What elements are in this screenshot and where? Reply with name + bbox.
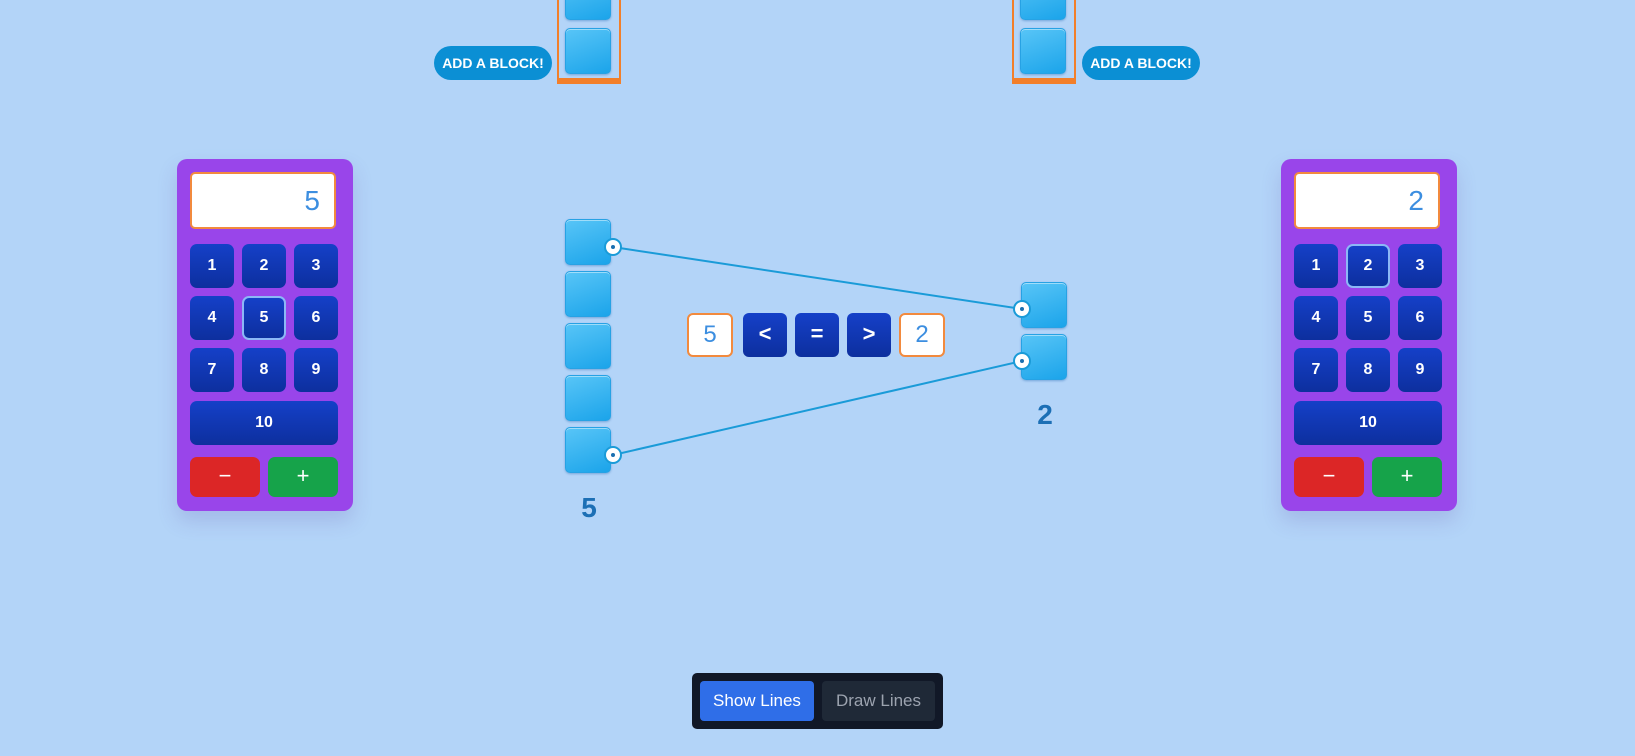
key-6[interactable]: 6 — [1398, 296, 1442, 340]
minus-button[interactable]: − — [190, 457, 260, 497]
key-9[interactable]: 9 — [1398, 348, 1442, 392]
left-stack-block[interactable] — [565, 427, 611, 473]
top-comparison-line — [612, 246, 1023, 310]
minus-button[interactable]: − — [1294, 457, 1364, 497]
left-tower — [557, 0, 621, 84]
show-lines-button[interactable]: Show Lines — [700, 681, 814, 721]
key-6[interactable]: 6 — [294, 296, 338, 340]
key-3[interactable]: 3 — [1398, 244, 1442, 288]
tower-block[interactable] — [1020, 28, 1066, 74]
key-3[interactable]: 3 — [294, 244, 338, 288]
left-calculator-display: 5 — [190, 172, 336, 229]
key-7[interactable]: 7 — [1294, 348, 1338, 392]
right-add-block-button[interactable]: ADD A BLOCK! — [1082, 46, 1200, 80]
right-calculator-display: 2 — [1294, 172, 1440, 229]
key-1[interactable]: 1 — [1294, 244, 1338, 288]
key-8[interactable]: 8 — [1346, 348, 1390, 392]
bottom-comparison-line — [612, 360, 1023, 456]
right-calculator: 2 1 2 3 4 5 6 7 8 9 10 − + — [1281, 159, 1457, 511]
key-1[interactable]: 1 — [190, 244, 234, 288]
key-2[interactable]: 2 — [242, 244, 286, 288]
right-value-box: 2 — [899, 313, 945, 357]
key-5[interactable]: 5 — [1346, 296, 1390, 340]
key-8[interactable]: 8 — [242, 348, 286, 392]
less-than-button[interactable]: < — [743, 313, 787, 357]
left-stack-block[interactable] — [565, 271, 611, 317]
plus-button[interactable]: + — [268, 457, 338, 497]
key-7[interactable]: 7 — [190, 348, 234, 392]
draw-lines-button[interactable]: Draw Lines — [822, 681, 935, 721]
key-5[interactable]: 5 — [242, 296, 286, 340]
key-4[interactable]: 4 — [1294, 296, 1338, 340]
right-stack-block[interactable] — [1021, 334, 1067, 380]
right-stack-block[interactable] — [1021, 282, 1067, 328]
equals-button[interactable]: = — [795, 313, 839, 357]
key-2[interactable]: 2 — [1346, 244, 1390, 288]
key-4[interactable]: 4 — [190, 296, 234, 340]
key-10[interactable]: 10 — [1294, 401, 1442, 445]
right-count-label: 2 — [1037, 399, 1053, 430]
left-add-block-button[interactable]: ADD A BLOCK! — [434, 46, 552, 80]
tower-block[interactable] — [565, 28, 611, 74]
key-9[interactable]: 9 — [294, 348, 338, 392]
line-mode-toggle: Show Lines Draw Lines — [692, 673, 943, 729]
left-value-box: 5 — [687, 313, 733, 357]
left-stack-block[interactable] — [565, 219, 611, 265]
tower-block[interactable] — [1020, 0, 1066, 20]
left-stack-block[interactable] — [565, 375, 611, 421]
plus-button[interactable]: + — [1372, 457, 1442, 497]
left-stack-block[interactable] — [565, 323, 611, 369]
left-calculator: 5 1 2 3 4 5 6 7 8 9 10 − + — [177, 159, 353, 511]
tower-block[interactable] — [565, 0, 611, 20]
key-10[interactable]: 10 — [190, 401, 338, 445]
greater-than-button[interactable]: > — [847, 313, 891, 357]
left-count-label: 5 — [581, 492, 597, 523]
right-tower — [1012, 0, 1076, 84]
